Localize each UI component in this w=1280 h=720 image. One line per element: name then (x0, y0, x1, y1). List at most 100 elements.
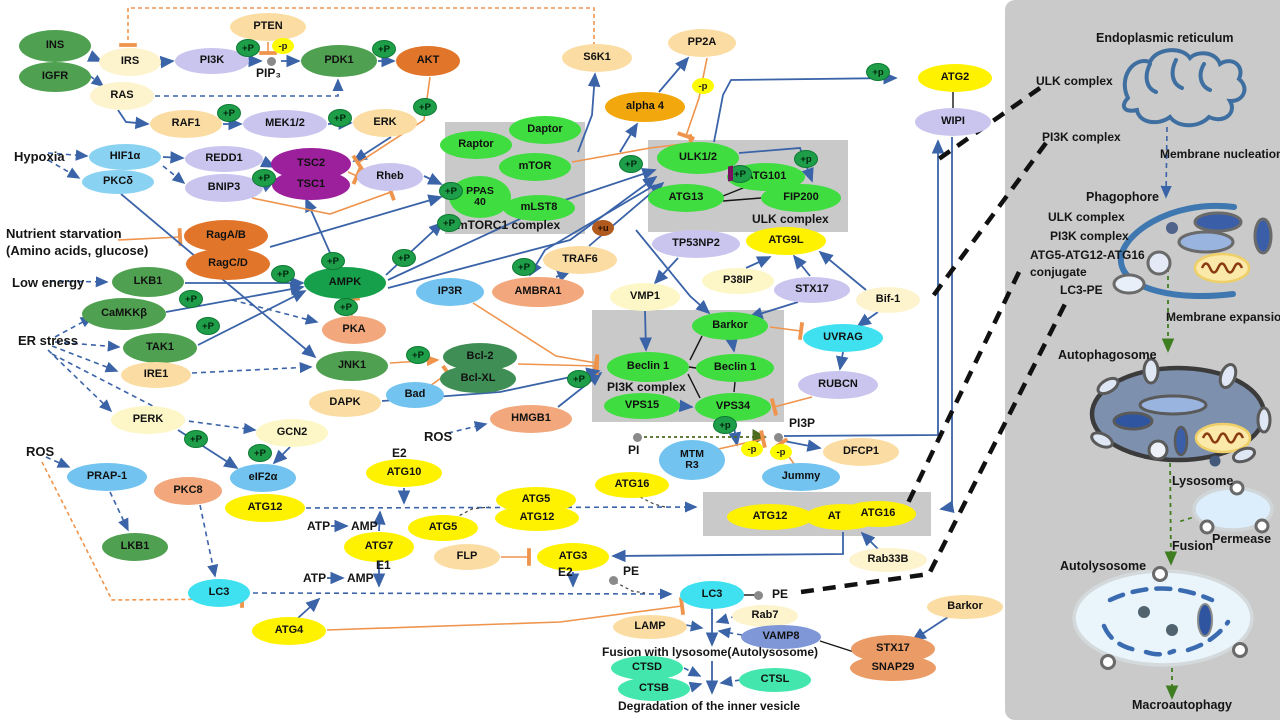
label-low-energy: Low energy (12, 275, 85, 290)
badge-plusminus-P: +P (184, 430, 208, 448)
edge (162, 151, 185, 164)
edge (272, 446, 291, 465)
lysosome-drawing (1192, 480, 1274, 535)
edge (717, 627, 743, 639)
edge (939, 137, 955, 513)
label-ros-left: ROS (26, 444, 55, 459)
label-p-lc3pe: LC3-PE (1060, 283, 1103, 297)
node-prap1: PRAP-1 (67, 463, 147, 491)
node-pten: PTEN (230, 13, 306, 41)
edge (162, 165, 186, 185)
phagophore-drawing (1117, 202, 1237, 300)
edge (931, 141, 1048, 298)
autolysosome-drawing (1072, 566, 1254, 670)
label-ulk-label: ULK complex (752, 212, 829, 226)
edge (155, 78, 344, 97)
badge-plusminus-p: +p (866, 63, 890, 81)
edge-lines (41, 7, 1208, 700)
node-raf1: RAF1 (150, 110, 222, 138)
label-p-autolysosome: Autolysosome (1060, 559, 1147, 573)
node-igfr: IGFR (19, 62, 91, 92)
edge (819, 640, 855, 653)
edge (117, 109, 150, 130)
label-p-fusion: Fusion (1172, 539, 1213, 553)
node-atg12b: ATG12 (727, 504, 813, 530)
label-hypoxia: Hypoxia (14, 149, 65, 164)
edge (619, 122, 638, 153)
label-pi3p: PI3P (789, 416, 816, 430)
node-rab33b: Rab33B (849, 548, 927, 572)
label-p-ulk-2: ULK complex (1048, 210, 1125, 224)
edge (738, 147, 814, 183)
edge (1164, 454, 1178, 566)
badge-plusminus-P: +P (567, 370, 591, 388)
node-atg13: ATG13 (648, 184, 724, 212)
label-degradation-label: Degradation of the inner vesicle (618, 699, 801, 713)
lipid-dot (608, 575, 618, 585)
edge (722, 197, 762, 202)
node-jnk1: JNK1 (316, 351, 388, 381)
node-ins: INS (19, 30, 91, 62)
edge (683, 665, 702, 677)
edge (269, 194, 443, 248)
node-barkor: Barkor (692, 312, 768, 340)
node-ragcd: RagC/D (186, 248, 270, 280)
badge-plusminus-P: +P (619, 155, 643, 173)
node-tsc1: TSC1 (272, 170, 350, 200)
edge (231, 299, 319, 325)
edge (614, 581, 646, 594)
label-p-conj-1: ATG5-ATG12-ATG16 (1030, 248, 1145, 262)
edge (305, 501, 698, 513)
node-raptor: Raptor (440, 131, 512, 159)
node-dapk: DAPK (309, 389, 381, 417)
edge (658, 56, 690, 93)
node-pkc8: PKC8 (154, 477, 222, 505)
badge-plusminus-P: +P (271, 265, 295, 283)
node-erk: ERK (353, 109, 417, 137)
badge-plusminus-P: +P (179, 290, 203, 308)
label-atp-2: ATP (303, 571, 327, 585)
lipid-dot (773, 432, 783, 442)
node-vps34: VPS34 (695, 393, 771, 421)
node-daptor: Daptor (509, 116, 581, 144)
node-lamp: LAMP (613, 615, 687, 639)
label-pi3kc-label: PI3K complex (607, 380, 686, 394)
node-perk: PERK (111, 406, 185, 434)
edge (745, 256, 772, 269)
label-amp-1: AMP (351, 519, 378, 533)
badge-plusminus-P: +P (321, 252, 345, 270)
node-pp2a: PP2A (668, 29, 736, 57)
edge (635, 229, 711, 315)
edge (860, 531, 879, 550)
node-atg16b: ATG16 (840, 501, 916, 527)
edge (385, 221, 444, 276)
edge (792, 254, 811, 277)
node-vps15: VPS15 (604, 393, 680, 419)
label-p-pi3k-2: PI3K complex (1050, 229, 1129, 243)
edge (835, 351, 849, 371)
node-ambra1: AMBRA1 (492, 277, 584, 307)
er-drawing (1121, 48, 1247, 128)
edge (800, 300, 1069, 595)
node-pdk1: PDK1 (301, 45, 377, 77)
label-atp-1: ATP (307, 519, 331, 533)
panel-drawings (1072, 48, 1274, 670)
node-hmgb1: HMGB1 (490, 405, 572, 433)
node-ragab: RagA/B (184, 220, 268, 252)
edge (54, 340, 121, 352)
edge (352, 136, 392, 162)
edge (305, 197, 332, 256)
badge-plusminus-P: +P (248, 444, 272, 462)
badge-plusminus-P: +P (217, 104, 241, 122)
edge (326, 597, 686, 631)
edge (47, 149, 89, 161)
node-lkb1: LKB1 (112, 267, 184, 297)
node-beclin1b: Beclin 1 (696, 354, 774, 382)
edge (639, 310, 652, 352)
badge-plusminus-p: +p (794, 150, 818, 168)
badge-plusminus-P: +P (392, 249, 416, 267)
badge-plusminus-P: +P (439, 182, 463, 200)
edge (472, 302, 600, 372)
badge-minus-p: -p (272, 38, 294, 54)
